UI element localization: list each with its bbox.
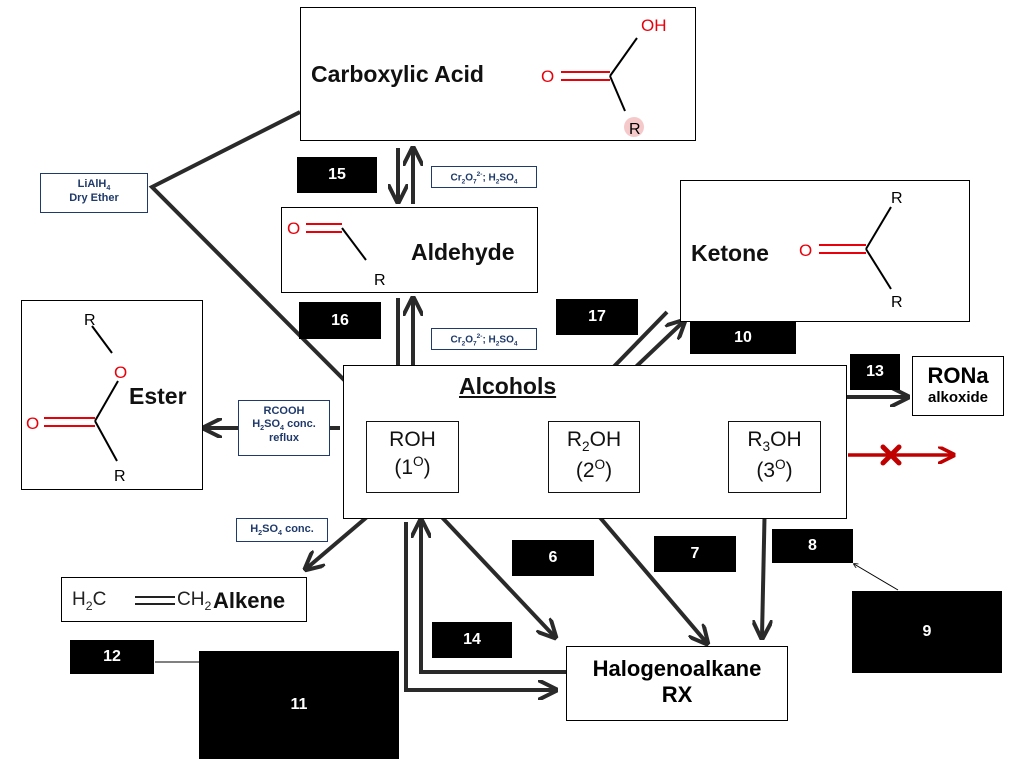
reagent-dichromate-mid: Cr2O72-; H2SO4 bbox=[431, 328, 537, 350]
secondary-alcohol-degree: (2O) bbox=[575, 456, 613, 482]
blank-box-7[interactable]: 7 bbox=[654, 536, 736, 572]
secondary-alcohol-box: R2OH (2O) bbox=[548, 421, 640, 493]
reagent-lialh4-line2: Dry Ether bbox=[69, 192, 119, 205]
blank-box-17[interactable]: 17 bbox=[556, 299, 638, 335]
carboxylic-acid-box: Carboxylic Acid OH O R bbox=[300, 7, 696, 141]
blank-box-16[interactable]: 16 bbox=[299, 302, 381, 339]
ester-box: R O O R Ester bbox=[21, 300, 203, 490]
reagent-lialh4: LiAlH4 Dry Ether bbox=[40, 173, 148, 213]
ketone-box: Ketone O R R bbox=[680, 180, 970, 322]
aldehyde-box: O R Aldehyde bbox=[281, 207, 538, 293]
ester-label: Ester bbox=[129, 383, 187, 409]
reagent-dehydration: H2SO4 conc. bbox=[236, 518, 328, 542]
primary-alcohol-formula: ROH bbox=[389, 428, 436, 451]
blank-box-15[interactable]: 15 bbox=[297, 157, 377, 193]
reagent-esterification-line1: RCOOH bbox=[263, 405, 305, 417]
blank-box-10[interactable]: 10 bbox=[690, 322, 796, 354]
connector-8-to-9 bbox=[854, 564, 899, 591]
ester-o-ring-text: O bbox=[114, 363, 127, 382]
ketone-r-top-text: R bbox=[891, 190, 903, 207]
primary-alcohol-box: ROH (1O) bbox=[366, 421, 459, 493]
arrow-halogenoalkane-to-alcohol bbox=[421, 522, 566, 674]
blank-box-14[interactable]: 14 bbox=[432, 622, 512, 658]
halogenoalkane-label: Halogenoalkane bbox=[592, 656, 762, 681]
alkene-label: Alkene bbox=[213, 588, 286, 613]
reagent-esterification-line2: H2SO4 conc. bbox=[252, 417, 316, 432]
aldehyde-label: Aldehyde bbox=[411, 239, 515, 265]
alkoxide-label: RONa bbox=[927, 363, 989, 388]
reagent-dichromate-top: Cr2O72-; H2SO4 bbox=[431, 166, 537, 188]
alcohols-label: Alcohols bbox=[459, 373, 557, 399]
acid-o-text: O bbox=[541, 67, 554, 86]
primary-alcohol-degree: (1O) bbox=[394, 454, 431, 480]
alkoxide-sublabel: alkoxide bbox=[927, 389, 989, 406]
alkene-double-bond bbox=[135, 596, 175, 605]
aldehyde-r-text: R bbox=[374, 272, 386, 289]
reagent-esterification-line3: reflux bbox=[269, 432, 299, 445]
blank-box-12[interactable]: 12 bbox=[70, 640, 154, 674]
alkoxide-box: RONa alkoxide bbox=[912, 356, 1004, 416]
alkene-box: H2C CH2 Alkene bbox=[61, 577, 307, 622]
carboxylic-acid-structure: OH O R bbox=[541, 16, 667, 138]
halogenoalkane-formula: RX bbox=[661, 682, 693, 707]
blank-box-6[interactable]: 6 bbox=[512, 540, 594, 576]
ester-r-top-text: R bbox=[84, 312, 96, 329]
ketone-o-text: O bbox=[799, 241, 812, 260]
reagent-lialh4-line1: LiAlH4 bbox=[77, 178, 111, 193]
halogenoalkane-box: Halogenoalkane RX bbox=[566, 646, 788, 721]
ketone-r-bottom-text: R bbox=[891, 294, 903, 311]
blank-box-8[interactable]: 8 bbox=[772, 529, 853, 563]
acid-oh-text: OH bbox=[641, 16, 667, 35]
secondary-alcohol-formula: R2OH bbox=[566, 428, 622, 455]
aldehyde-o-text: O bbox=[287, 219, 300, 238]
ester-structure: R O O R bbox=[26, 312, 127, 485]
ester-r-bottom-text: R bbox=[114, 468, 126, 485]
blank-box-9[interactable]: 9 bbox=[852, 591, 1002, 673]
tertiary-alcohol-degree: (3O) bbox=[756, 456, 793, 482]
aldehyde-structure: O R bbox=[287, 219, 386, 289]
ketone-label: Ketone bbox=[691, 240, 769, 266]
blank-box-11[interactable]: 11 bbox=[199, 651, 399, 759]
acid-r-text: R bbox=[629, 121, 641, 138]
ketone-structure: O R R bbox=[799, 190, 903, 311]
ester-o-carbonyl-text: O bbox=[26, 414, 39, 433]
arrow-alcohol-to-halogenoalkane-loop bbox=[404, 522, 554, 690]
alkene-formula-left: H2C bbox=[72, 589, 107, 613]
tertiary-alcohol-box: R3OH (3O) bbox=[728, 421, 821, 493]
alkene-formula-right: CH2 bbox=[177, 589, 212, 613]
reagent-esterification: RCOOH H2SO4 conc. reflux bbox=[238, 400, 330, 456]
blank-box-13[interactable]: 13 bbox=[850, 354, 900, 390]
tertiary-alcohol-formula: R3OH bbox=[747, 428, 802, 455]
blocked-x-icon bbox=[880, 444, 902, 466]
carboxylic-acid-label: Carboxylic Acid bbox=[311, 61, 484, 87]
